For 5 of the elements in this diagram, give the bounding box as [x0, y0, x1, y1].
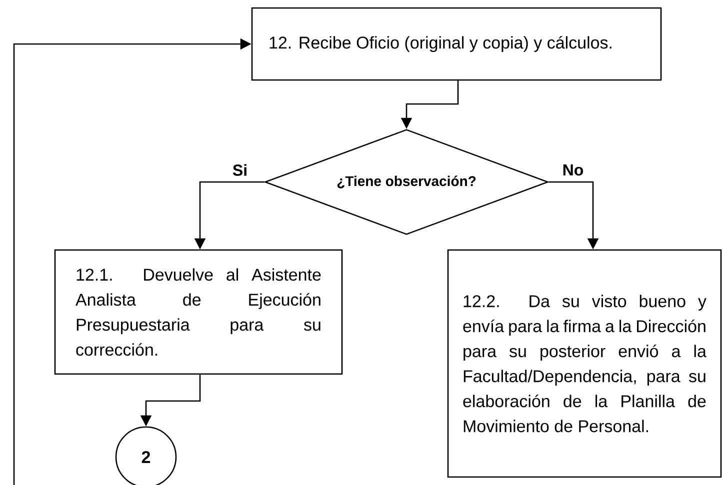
process-box: 12.1. Devuelve al Asistente Analista de Ejecución Presupuestaria para su corrección.	[54, 249, 343, 375]
edge-label: No	[561, 163, 585, 177]
process-box: 12. Recibe Oficio (original y copia) y cálculos.	[251, 7, 662, 81]
process-box: 12.2. Da su visto bueno y envía para la firma a la Dirección para su posterior envió a la Facultad/Dependencia, para su elaboración de la Planilla de Movimiento de Personal.	[447, 249, 722, 478]
edge-label: Si	[231, 163, 249, 177]
